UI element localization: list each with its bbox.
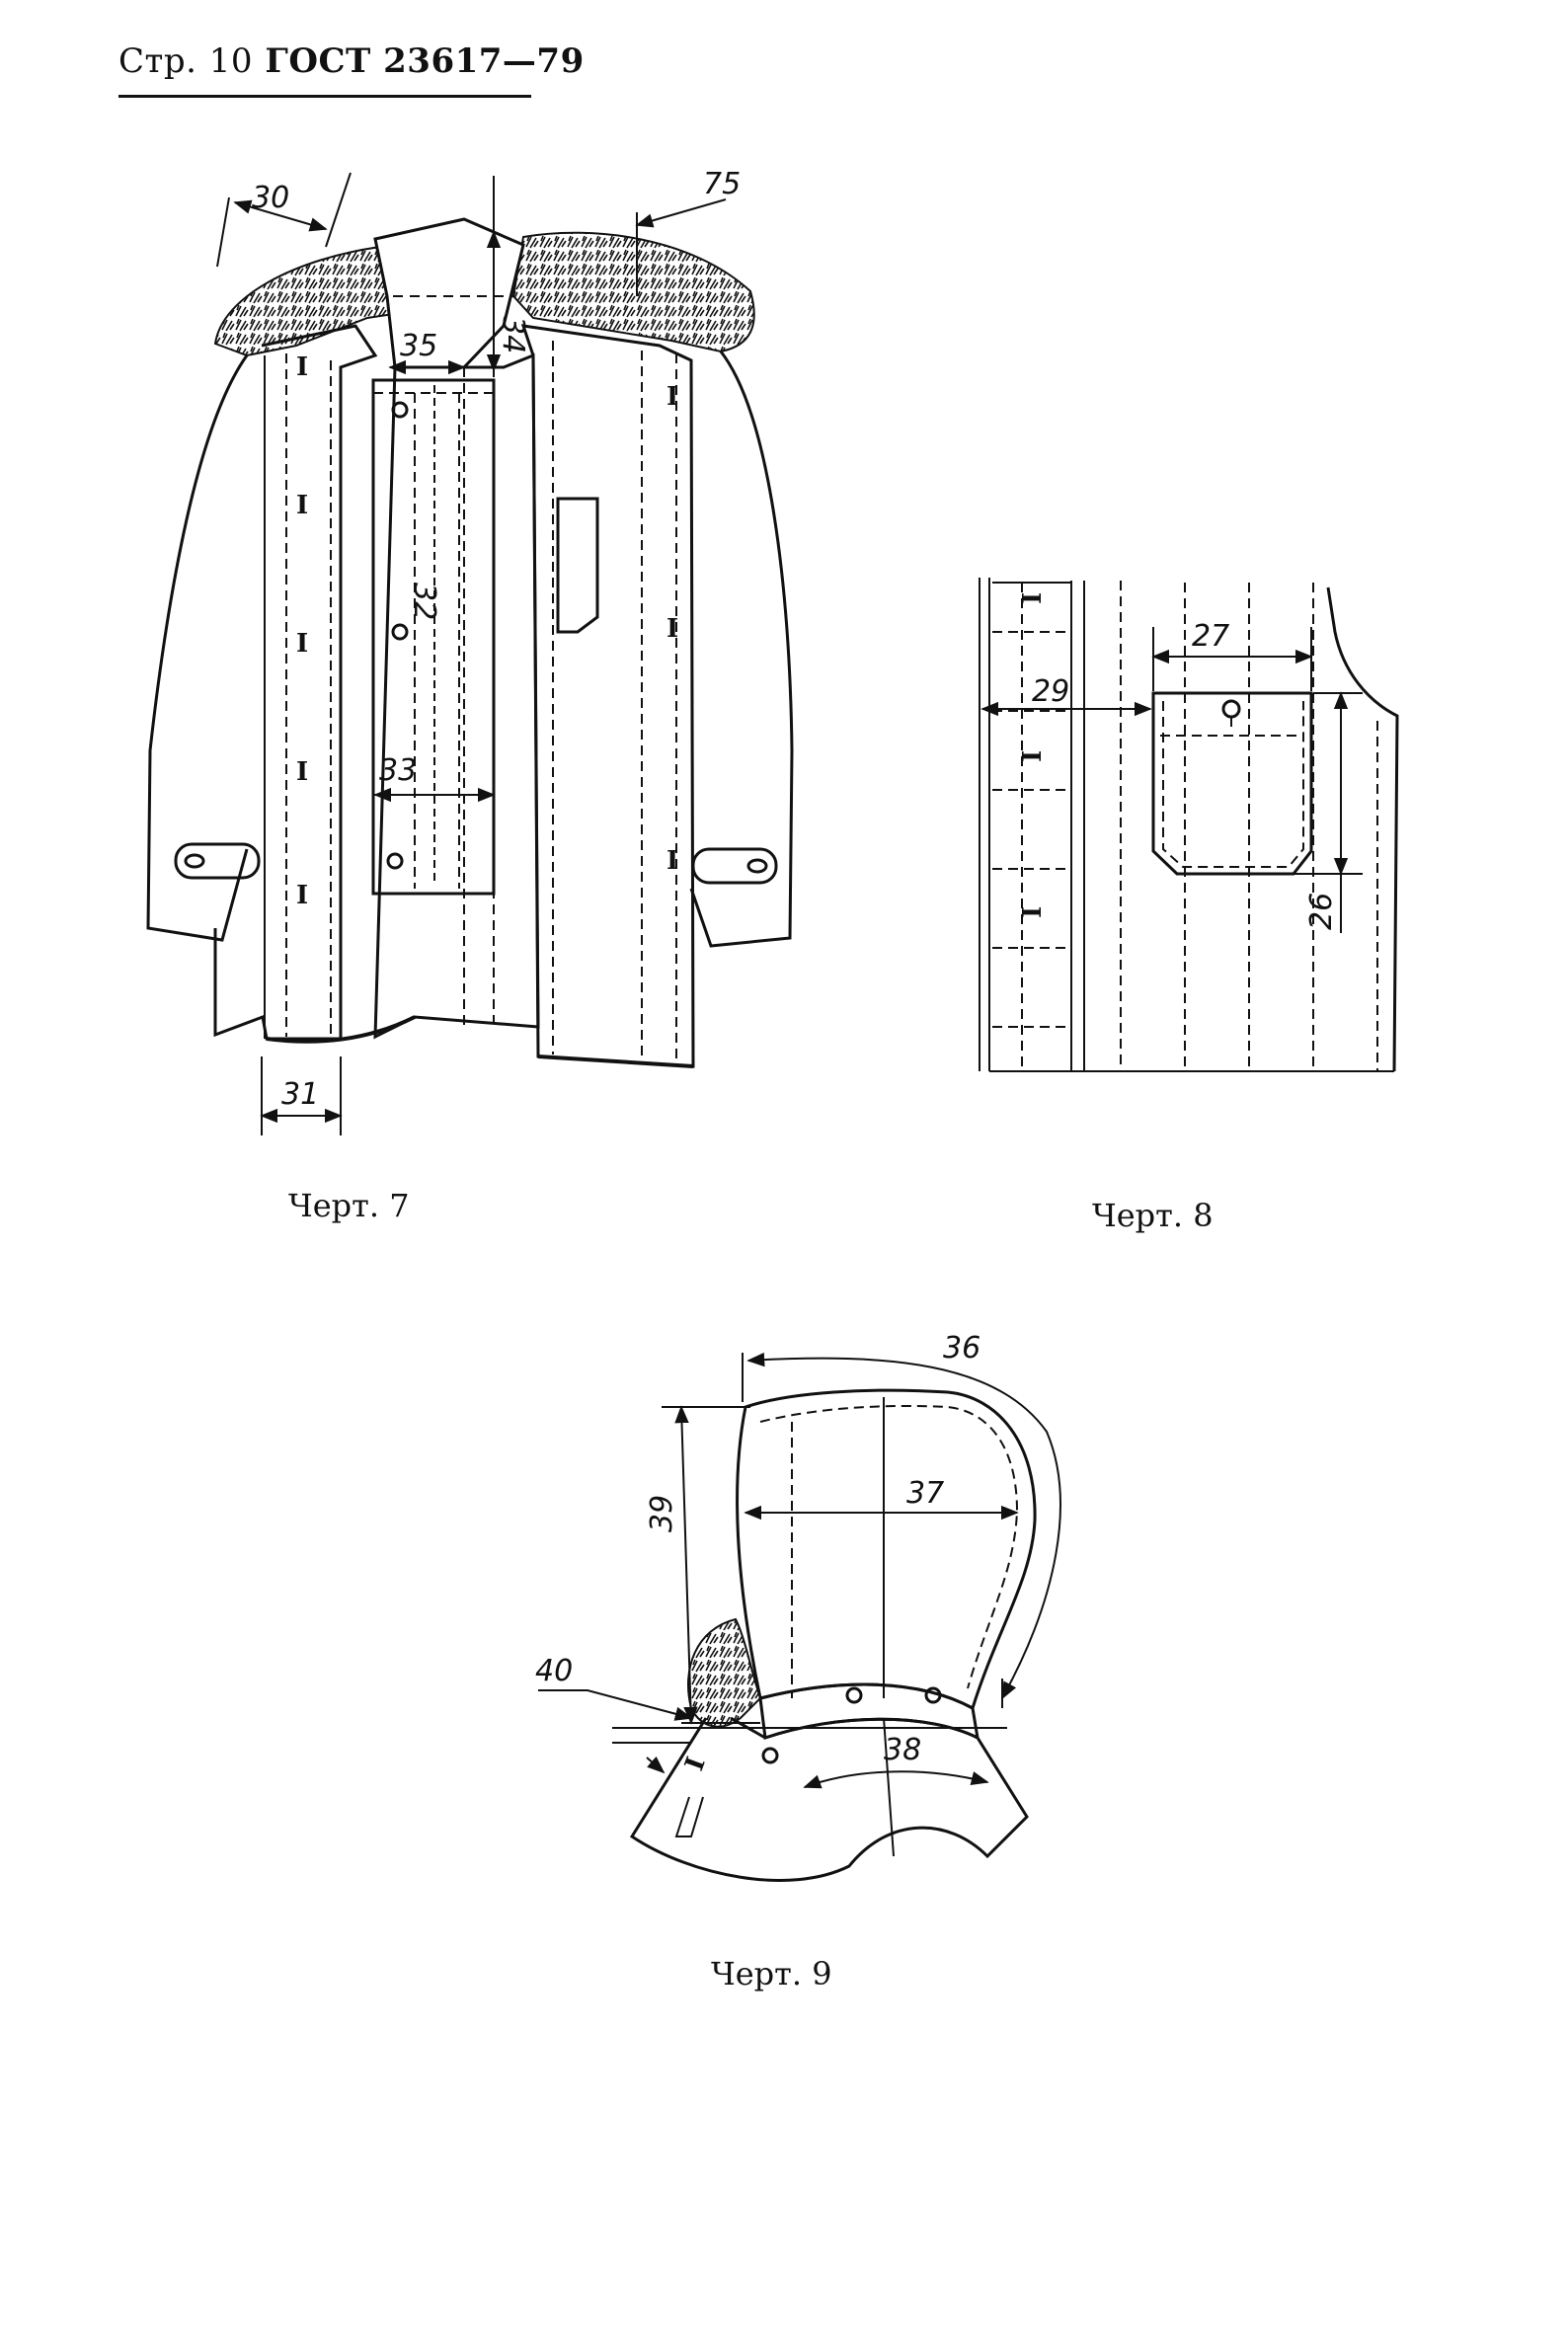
figure-7-coat-drawing xyxy=(146,172,794,1135)
roman-marks-fig7: I I I I I I I I xyxy=(296,352,678,910)
right-sleeve-tab xyxy=(691,847,778,885)
page-number: 10 xyxy=(208,41,254,81)
dim-40: 40 xyxy=(535,1654,573,1688)
header-underline xyxy=(118,95,531,98)
dim-34: 34 xyxy=(496,316,530,353)
hood-body xyxy=(629,1716,1029,1882)
svg-text:I: I xyxy=(1018,750,1048,762)
svg-text:I: I xyxy=(296,757,308,787)
svg-text:I: I xyxy=(296,629,308,659)
figure-8-pocket-drawing xyxy=(979,578,1399,1072)
svg-text:I: I xyxy=(296,491,308,520)
figure-7-caption: Черт. 7 xyxy=(288,1187,410,1224)
lining xyxy=(373,352,540,1040)
roman-marks-fig9: I xyxy=(679,1754,711,1775)
svg-text:I: I xyxy=(666,382,678,412)
svg-text:I: I xyxy=(666,846,678,876)
right-sleeve xyxy=(689,351,794,948)
standard-number: ГОСТ 23617—79 xyxy=(265,41,585,81)
svg-text:I: I xyxy=(1018,906,1048,918)
dim-27: 27 xyxy=(1192,619,1229,654)
dim-75: 75 xyxy=(703,167,741,201)
figure-8-caption: Черт. 8 xyxy=(1092,1197,1214,1234)
dim-37: 37 xyxy=(906,1476,944,1511)
figure-9-caption: Черт. 9 xyxy=(711,1955,832,1992)
inner-placket xyxy=(371,378,496,896)
neck-panel xyxy=(373,217,525,369)
svg-text:I: I xyxy=(296,881,308,910)
right-front-panel xyxy=(520,324,695,1068)
left-sleeve-tab xyxy=(174,842,261,880)
dim-35: 35 xyxy=(400,329,437,363)
left-sleeve xyxy=(146,354,249,942)
svg-text:I: I xyxy=(666,614,678,644)
dim-26: 26 xyxy=(1304,893,1339,930)
figure-9-hood-drawing xyxy=(538,1352,1061,1882)
dim-33: 33 xyxy=(379,753,417,788)
hood-outline xyxy=(736,1388,1037,1711)
left-front-panel xyxy=(213,324,378,1041)
inner-pocket xyxy=(556,497,599,634)
svg-text:I: I xyxy=(679,1754,711,1775)
svg-text:I: I xyxy=(1018,592,1048,604)
dim-38: 38 xyxy=(884,1733,921,1767)
dim-30: 30 xyxy=(252,181,289,215)
dim-36: 36 xyxy=(943,1331,980,1366)
dim-31: 31 xyxy=(281,1077,319,1112)
dim-29: 29 xyxy=(1032,674,1069,709)
page-prefix: Стр. xyxy=(118,41,197,81)
dim-39: 39 xyxy=(645,1495,679,1532)
page-header: Стр. 10 ГОСТ 23617—79 xyxy=(118,41,585,81)
dim-32: 32 xyxy=(407,583,441,620)
svg-text:I: I xyxy=(296,352,308,382)
roman-marks-fig8: I I I xyxy=(1018,592,1048,918)
